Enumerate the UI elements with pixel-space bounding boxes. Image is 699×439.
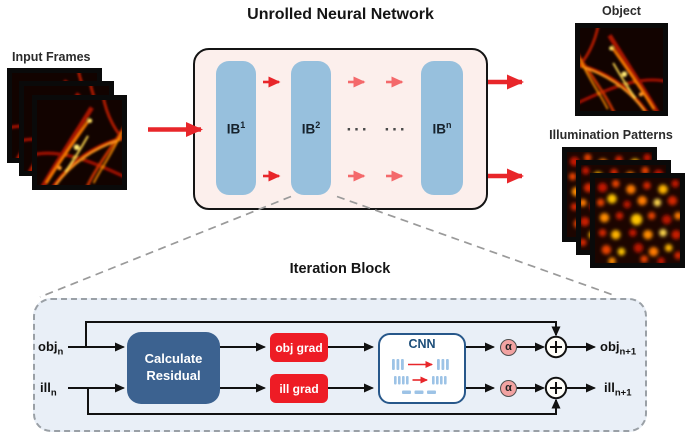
input-frames-label: Input Frames (12, 50, 91, 64)
heatmap-frame (32, 95, 127, 190)
alpha-circle: α (500, 380, 517, 397)
object-label: Object (602, 4, 641, 18)
grad-box-obj: obj grad (270, 333, 328, 362)
illumination-stack (562, 147, 687, 270)
ib-block-n: IBn (421, 61, 463, 195)
output-label-ill: illn+1 (604, 380, 632, 399)
output-label-obj: objn+1 (600, 339, 637, 358)
residual-label-line1: Calculate (144, 351, 203, 367)
grad-box-ill: ill grad (270, 374, 328, 403)
alpha-symbol: α (505, 341, 512, 353)
residual-label-line2: Residual (146, 368, 201, 383)
ib-block-label: IB1 (226, 119, 246, 137)
heatmap-frame (590, 173, 685, 268)
input-frames-stack (7, 68, 137, 198)
ib-block-1: IB1 (216, 61, 256, 195)
input-label-obj: objn (38, 339, 64, 358)
alpha-symbol: α (505, 382, 512, 394)
iteration-panel (33, 298, 647, 432)
figure-title: Unrolled Neural Network (247, 6, 434, 23)
cnn-unet-diagram (392, 359, 449, 394)
alpha-circle: α (500, 339, 517, 356)
zoom-guide-lines (39, 195, 617, 298)
object-frame (575, 23, 668, 116)
cnn-box: CNN (378, 333, 466, 404)
ellipsis-dots: ··· (346, 120, 370, 139)
ellipsis-dots: ··· (384, 120, 408, 139)
illumination-label: Illumination Patterns (549, 128, 673, 142)
residual-box: Calculate Residual (127, 332, 220, 404)
ib-block-2: IB2 (291, 61, 331, 195)
iteration-title: Iteration Block (289, 261, 391, 277)
ib-block-label: IBn (432, 119, 452, 137)
ib-block-label: IB2 (301, 119, 321, 137)
input-label-ill: illn (40, 380, 57, 399)
